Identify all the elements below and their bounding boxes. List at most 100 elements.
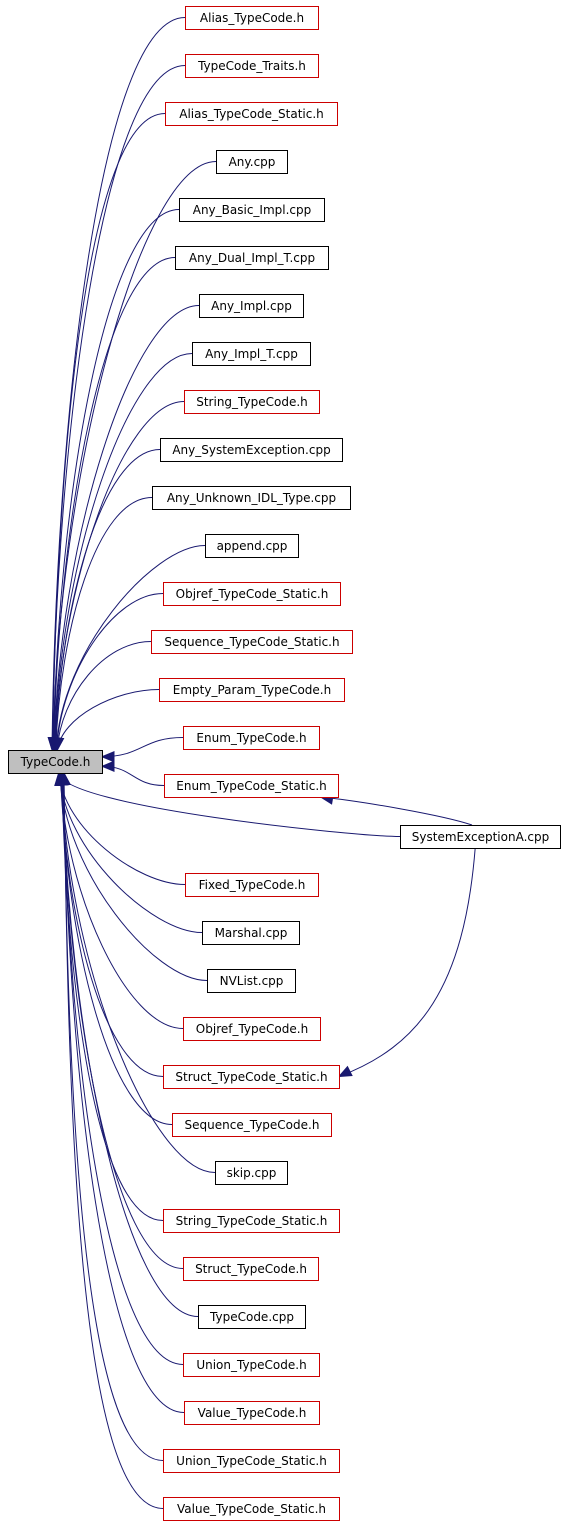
file-node-label: Union_TypeCode.h [196, 1358, 306, 1372]
dependency-edge [320, 796, 473, 826]
file-node-box [160, 438, 343, 462]
file-node-label: Empty_Param_TypeCode.h [173, 683, 331, 697]
file-node[interactable]: Any.cpp [216, 150, 288, 174]
file-node[interactable]: SystemExceptionA.cpp [400, 825, 561, 849]
file-node-label: Any_Impl_T.cpp [205, 347, 298, 361]
file-node[interactable]: append.cpp [205, 534, 299, 558]
file-node-box [183, 1257, 319, 1281]
file-node[interactable]: Enum_TypeCode_Static.h [164, 774, 339, 798]
file-node[interactable]: Any_Unknown_IDL_Type.cpp [152, 486, 351, 510]
file-node-box [215, 1161, 288, 1185]
arrowhead [337, 1065, 353, 1078]
file-node-box [151, 630, 353, 654]
file-node[interactable]: String_TypeCode_Static.h [163, 1209, 340, 1233]
file-node[interactable]: Enum_TypeCode.h [183, 726, 320, 750]
file-node-label: Sequence_TypeCode_Static.h [164, 635, 339, 649]
file-node-label: Enum_TypeCode_Static.h [176, 779, 327, 793]
file-node-label: skip.cpp [227, 1166, 277, 1180]
dependency-edge [52, 209, 180, 751]
file-node-box [183, 726, 320, 750]
file-node-box [159, 678, 345, 702]
file-node[interactable]: Any_Impl.cpp [199, 294, 304, 318]
file-node-box [163, 1209, 340, 1233]
root-node-label: TypeCode.h [20, 755, 91, 769]
file-node-box [199, 294, 304, 318]
file-node[interactable]: Union_TypeCode.h [183, 1353, 320, 1377]
file-node-label: String_TypeCode.h [196, 395, 308, 409]
nodes-layer: TypeCode.h Alias_TypeCode.hTypeCode_Trait… [8, 6, 561, 1521]
file-node[interactable]: Objref_TypeCode.h [183, 1017, 321, 1041]
file-node[interactable]: Any_Impl_T.cpp [192, 342, 311, 366]
file-node-box [400, 825, 561, 849]
file-node-box [207, 969, 296, 993]
file-node-label: append.cpp [217, 539, 288, 553]
file-node-label: Any_Impl.cpp [211, 299, 292, 313]
file-node[interactable]: TypeCode_Traits.h [185, 54, 319, 78]
dependency-edge [62, 772, 199, 1317]
file-node[interactable]: TypeCode.cpp [198, 1305, 306, 1329]
file-node[interactable]: NVList.cpp [207, 969, 296, 993]
dependency-edge [63, 772, 164, 1509]
file-node[interactable]: skip.cpp [215, 1161, 288, 1185]
file-node-box [205, 534, 299, 558]
arrowhead [59, 771, 71, 787]
file-node-label: Union_TypeCode_Static.h [176, 1454, 327, 1468]
file-node[interactable]: Any_SystemException.cpp [160, 438, 343, 462]
file-node[interactable]: Value_TypeCode_Static.h [163, 1497, 340, 1521]
file-node-box [185, 54, 319, 78]
dependency-edge [60, 772, 173, 1125]
file-node[interactable]: Struct_TypeCode.h [183, 1257, 319, 1281]
file-node-box [183, 1017, 321, 1041]
file-node-label: Any_Basic_Impl.cpp [193, 203, 312, 217]
arrowhead [100, 760, 115, 773]
file-node-label: Fixed_TypeCode.h [199, 878, 306, 892]
file-node[interactable]: Alias_TypeCode_Static.h [165, 102, 338, 126]
root-node-box [8, 750, 103, 774]
file-node-box [202, 921, 300, 945]
dependency-edge [56, 641, 152, 751]
file-node-box [172, 1113, 332, 1137]
file-node-label: Any_SystemException.cpp [172, 443, 330, 457]
file-node[interactable]: Alias_TypeCode.h [185, 6, 319, 30]
file-node-box [163, 1449, 340, 1473]
file-node-label: Marshal.cpp [215, 926, 288, 940]
file-node-label: Struct_TypeCode.h [195, 1262, 307, 1276]
file-node[interactable]: Any_Dual_Impl_T.cpp [175, 246, 329, 270]
dependency-edge [60, 772, 216, 1173]
file-node[interactable]: Sequence_TypeCode.h [172, 1113, 332, 1137]
file-node-label: Any_Unknown_IDL_Type.cpp [167, 491, 336, 505]
file-node-label: Sequence_TypeCode.h [185, 1118, 320, 1132]
file-node[interactable]: Struct_TypeCode_Static.h [163, 1065, 340, 1089]
file-node[interactable]: Fixed_TypeCode.h [185, 873, 319, 897]
dependency-edge [56, 593, 164, 751]
file-node[interactable]: Union_TypeCode_Static.h [163, 1449, 340, 1473]
file-node[interactable]: Value_TypeCode.h [184, 1401, 320, 1425]
dependency-edge [53, 257, 176, 751]
file-node-box [164, 774, 339, 798]
file-node-label: Any_Dual_Impl_T.cpp [189, 251, 315, 265]
file-node-box [175, 246, 329, 270]
file-node[interactable]: Objref_TypeCode_Static.h [163, 582, 341, 606]
file-node-label: Enum_TypeCode.h [196, 731, 306, 745]
file-node-label: Objref_TypeCode.h [196, 1022, 308, 1036]
file-node-box [163, 582, 341, 606]
root-node: TypeCode.h [8, 750, 103, 774]
file-node[interactable]: Sequence_TypeCode_Static.h [151, 630, 353, 654]
file-node-label: SystemExceptionA.cpp [412, 830, 549, 844]
file-node[interactable]: Any_Basic_Impl.cpp [179, 198, 325, 222]
dependency-edge [52, 113, 166, 751]
dependency-edge [55, 497, 153, 751]
file-node[interactable]: Empty_Param_TypeCode.h [159, 678, 345, 702]
file-node-label: Alias_TypeCode.h [200, 11, 304, 25]
edges-layer [47, 17, 476, 1509]
dependency-edge [59, 772, 208, 981]
file-node-box [198, 1305, 306, 1329]
dependency-edge [54, 353, 193, 751]
file-node[interactable]: String_TypeCode.h [184, 390, 320, 414]
file-node-box [216, 150, 288, 174]
file-node-box [163, 1065, 340, 1089]
file-node-label: TypeCode.cpp [209, 1310, 294, 1324]
file-node-box [185, 6, 319, 30]
file-node[interactable]: Marshal.cpp [202, 921, 300, 945]
